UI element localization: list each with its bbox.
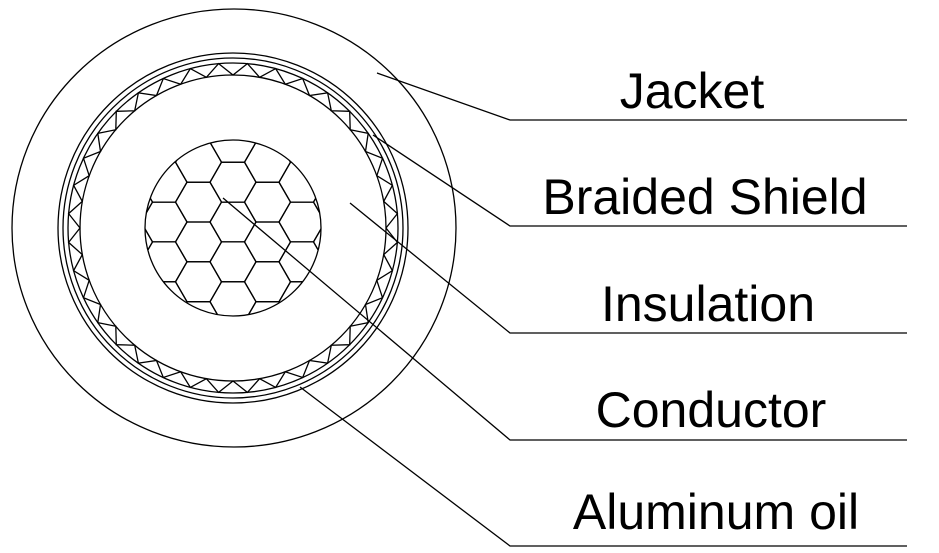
conductor-strand-hexagon [174,141,223,183]
conductor-strands [72,43,394,421]
braid-pattern [67,62,399,394]
conductor-strand-hexagon [145,281,188,316]
conductor-strand-hexagon [243,141,292,183]
aluminum-layer-inner-circle [62,57,404,399]
conductor-strand-hexagon [145,140,188,163]
conductor-strand-hexagon [174,181,223,223]
label-conductor: Conductor [596,382,827,438]
conductor-strand-hexagon [312,140,321,143]
conductor-strand-hexagon [174,301,223,316]
aluminum-layer-outer-circle [57,52,409,404]
conductor-strand-hexagon [209,201,257,243]
conductor-strand-hexagon [243,140,292,143]
conductor-strand-hexagon [145,161,188,203]
conductor-strand-hexagon [209,140,257,163]
label-jacket: Jacket [620,63,765,119]
leader-line-insulation [349,202,907,334]
conductor-strand-hexagon [243,261,292,303]
leader-line-aluminum-oil [299,386,907,547]
conductor-circle [144,139,322,317]
conductor-strand-hexagon [145,140,154,143]
conductor-strand-hexagon [145,301,154,316]
conductor-strand-hexagon [210,83,256,123]
conductor-strand-hexagon [174,261,223,303]
conductor-strand-hexagon [279,43,325,83]
label-insulation: Insulation [601,276,815,332]
conductor-strand-hexagon [72,202,118,242]
conductor-strand-hexagon [314,342,360,382]
conductor-strand-hexagon [174,140,223,143]
conductor-strand-hexagon [312,141,321,183]
conductor-strand-hexagon [312,261,321,303]
conductor-strand-hexagon [279,83,325,123]
conductor-strand-hexagon [209,241,257,283]
conductor-strand-hexagon [243,221,292,263]
conductor-strand-hexagon [107,342,153,382]
conductor-strand-hexagon [278,281,321,316]
leader-line-braided-shield [372,134,907,227]
conductor-strand-hexagon [72,43,118,83]
conductor-strand-hexagon [243,181,292,223]
label-braided-shield: Braided Shield [542,169,867,225]
conductor-strand-hexagon [243,301,292,316]
jacket-outer-circle [11,8,457,448]
leader-line-jacket [376,72,907,121]
conductor-strand-hexagon [348,202,394,242]
conductor-strand-hexagon [141,43,187,83]
conductor-strand-hexagon [278,140,321,163]
leader-line-conductor [222,197,907,441]
conductor-strand-hexagon [209,161,257,203]
conductor-strand-hexagon [278,161,321,203]
conductor-strand-hexagon [145,141,154,183]
conductor-strand-hexagon [72,361,118,401]
conductor-strand-hexagon [107,381,153,421]
braided-shield-outer-circle [67,62,399,394]
braided-shield-inner-circle [79,74,387,382]
conductor-strand-hexagon [312,181,321,223]
conductor-strand-hexagon [174,221,223,263]
label-aluminum-oil: Aluminum oil [573,484,859,540]
conductor-strand-hexagon [145,261,154,303]
conductor-strand-hexagon [312,221,321,263]
conductor-strand-hexagon [210,322,256,362]
conductor-strand-hexagon [348,361,394,401]
conductor-strand-hexagon [141,83,187,123]
